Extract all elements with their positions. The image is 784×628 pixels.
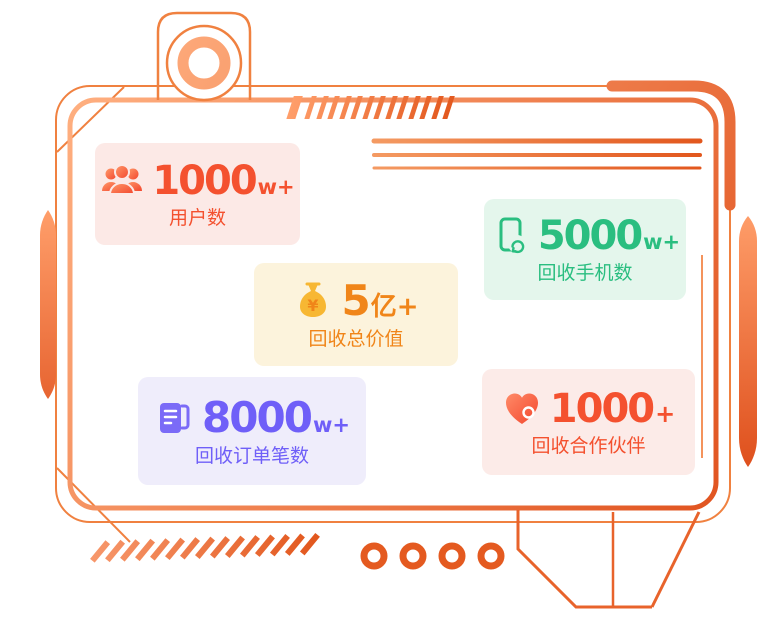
stat-card-total-value: ¥ 5 亿+ 回收总价值 [254, 263, 458, 366]
hatch-stripes-decoration [90, 532, 320, 563]
order-doc-icon [154, 398, 194, 438]
stat-label: 回收合作伙伴 [531, 434, 646, 457]
phone-recycle-icon [490, 216, 530, 256]
stat-label: 回收总价值 [308, 328, 404, 350]
stat-card-partners: 1000 + 回收合作伙伴 [482, 369, 695, 475]
svg-text:¥: ¥ [308, 296, 319, 315]
stat-label: 用户数 [168, 206, 226, 229]
stat-value: 1000 [549, 385, 655, 432]
target-ring-inner [177, 36, 231, 90]
stat-value: 5000 [537, 213, 643, 259]
film-strip-decoration [286, 96, 455, 119]
stat-value-row: 1000 + [502, 389, 675, 429]
stat-card-orders: 8000 w+ 回收订单笔数 [138, 377, 366, 485]
heart-care-icon [502, 389, 542, 429]
stat-suffix: w+ [312, 412, 350, 437]
users-icon [100, 161, 144, 201]
stat-value-row: 1000 w+ [100, 157, 295, 204]
stat-suffix: w+ [257, 174, 295, 199]
speed-lines-decoration [371, 138, 703, 170]
stat-value: 5 [341, 276, 370, 325]
stat-value-row: ¥ 5 亿+ [293, 276, 419, 325]
stat-value-row: 8000 w+ [154, 392, 350, 442]
stat-value: 1000 [152, 157, 257, 204]
stat-suffix: w+ [643, 230, 681, 254]
stat-suffix: 亿+ [370, 292, 419, 322]
money-bag-icon: ¥ [293, 281, 333, 321]
stat-card-recycled-phones: 5000 w+ 回收手机数 [484, 199, 686, 300]
stat-label: 回收手机数 [537, 262, 633, 284]
stat-suffix: + [655, 399, 676, 428]
stat-label: 回收订单笔数 [194, 444, 309, 467]
angular-lines-decoration [516, 510, 701, 609]
ring-dots-decoration [360, 542, 505, 570]
stat-card-users: 1000 w+ 用户数 [95, 143, 300, 245]
stat-value: 8000 [202, 392, 313, 442]
stat-value-row: 5000 w+ [490, 216, 680, 256]
